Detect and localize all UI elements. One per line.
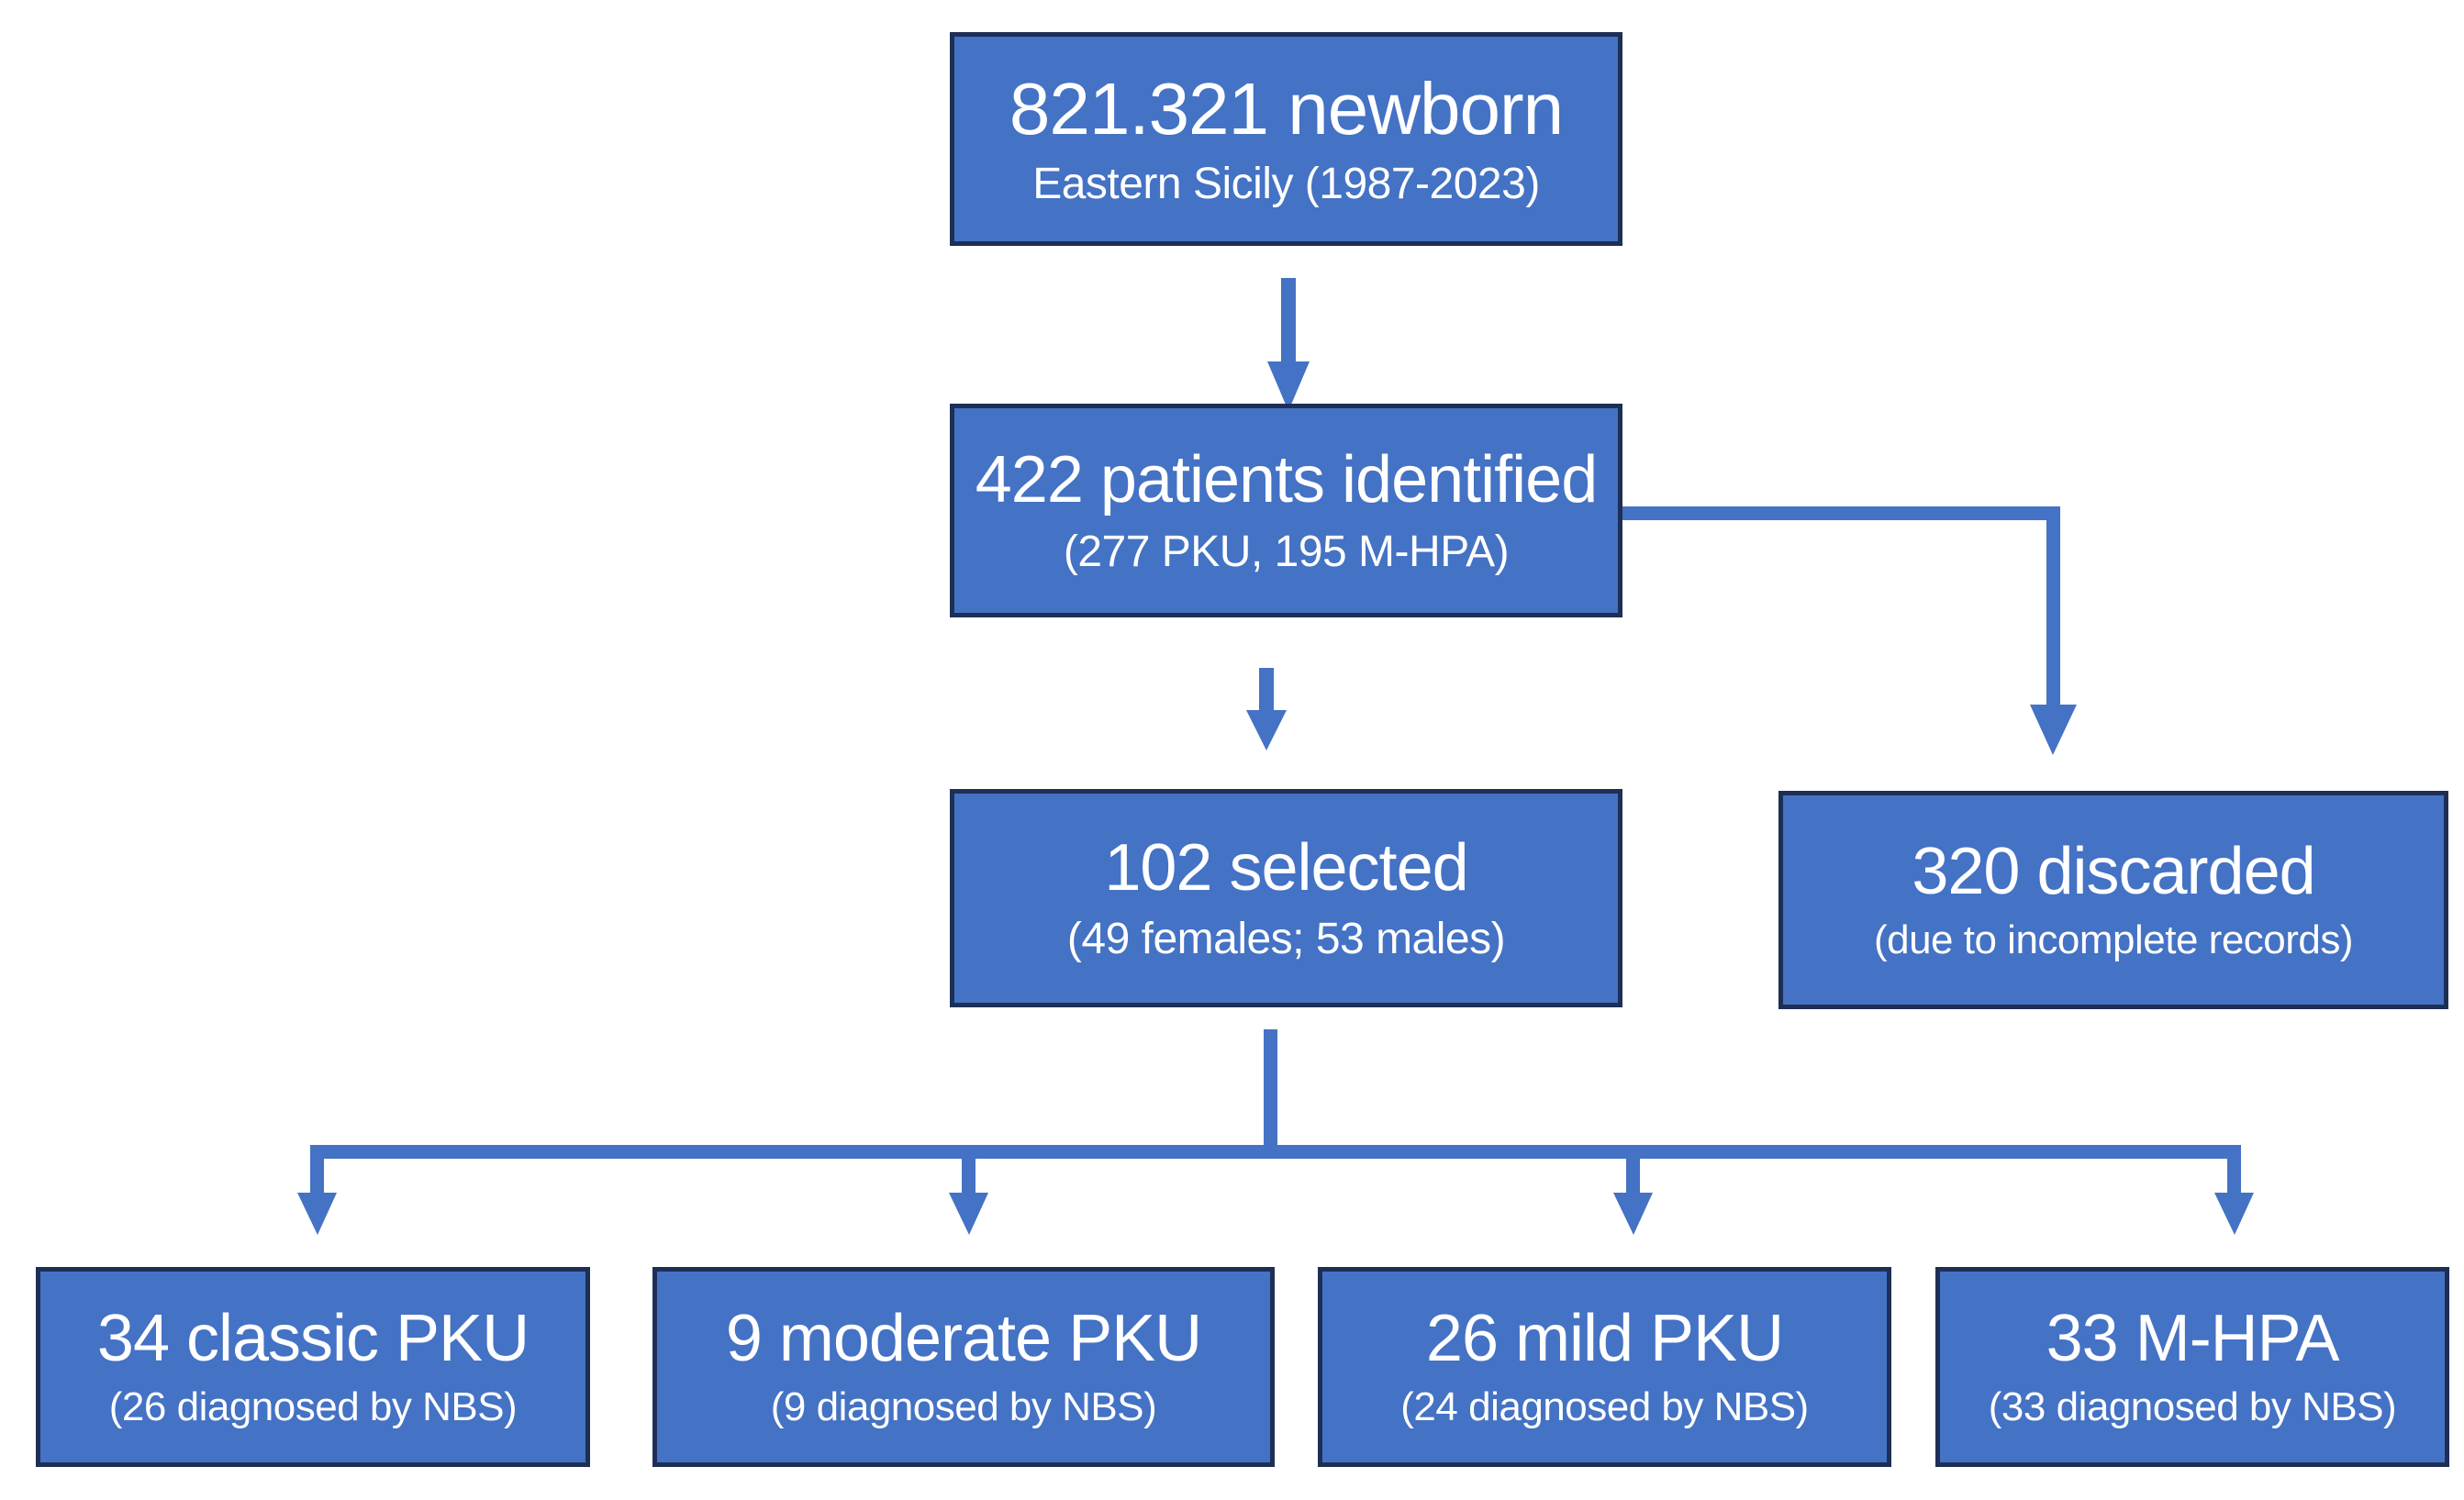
node-discarded: 320 discarded (due to incomplete records… (1778, 791, 2448, 1009)
arrow-head-icon (297, 1193, 337, 1235)
node-identified-title: 422 patients identified (975, 443, 1599, 517)
node-classic-pku-title: 34 classic PKU (96, 1302, 530, 1376)
arrow-stem (962, 1154, 976, 1195)
edge-identified-to-selected (1246, 668, 1287, 750)
arrow-stem (310, 1154, 324, 1195)
node-mhpa-title: 33 M-HPA (2046, 1302, 2340, 1376)
node-newborn: 821.321 newborn Eastern Sicily (1987-202… (950, 32, 1622, 246)
arrow-head-icon (1246, 710, 1287, 750)
edge-selected-to-subtypes (297, 1029, 2254, 1235)
node-classic-pku: 34 classic PKU (26 diagnosed by NBS) (36, 1267, 590, 1467)
node-moderate-pku: 9 moderate PKU (9 diagnosed by NBS) (652, 1267, 1275, 1467)
node-mhpa: 33 M-HPA (33 diagnosed by NBS) (1935, 1267, 2449, 1467)
arrow-head-icon (2030, 705, 2077, 755)
node-mhpa-subtitle: (33 diagnosed by NBS) (1988, 1384, 2397, 1430)
node-identified: 422 patients identified (277 PKU, 195 M-… (950, 404, 1622, 617)
arrow-head-icon (1613, 1193, 1653, 1235)
node-mild-pku-subtitle: (24 diagnosed by NBS) (1400, 1384, 1809, 1430)
branch-bar (310, 1145, 2241, 1159)
elbow-horizontal-segment (1622, 506, 2060, 520)
node-selected-subtitle: (49 females; 53 males) (1066, 915, 1506, 963)
node-newborn-title: 821.321 newborn (1009, 67, 1564, 150)
arrow-head-icon (1267, 361, 1310, 411)
elbow-vertical-segment (2046, 506, 2060, 708)
arrow-head-icon (2214, 1193, 2254, 1235)
node-moderate-pku-title: 9 moderate PKU (725, 1302, 1202, 1376)
arrow-stem (1259, 668, 1274, 712)
arrow-stem (1281, 278, 1296, 365)
node-selected: 102 selected (49 females; 53 males) (950, 789, 1622, 1007)
node-discarded-title: 320 discarded (1912, 835, 2315, 909)
branch-trunk (1264, 1029, 1277, 1151)
node-selected-title: 102 selected (1104, 830, 1468, 905)
node-mild-pku-title: 26 mild PKU (1425, 1302, 1784, 1376)
edge-newborn-to-identified (1267, 278, 1310, 411)
node-mild-pku: 26 mild PKU (24 diagnosed by NBS) (1318, 1267, 1891, 1467)
node-moderate-pku-subtitle: (9 diagnosed by NBS) (770, 1384, 1157, 1430)
arrow-stem (1626, 1154, 1640, 1195)
edge-identified-to-discarded (1622, 506, 2077, 755)
arrow-head-icon (949, 1193, 988, 1235)
node-discarded-subtitle: (due to incomplete records) (1873, 917, 2354, 963)
node-newborn-subtitle: Eastern Sicily (1987-2023) (1032, 159, 1540, 208)
arrow-stem (2227, 1154, 2241, 1195)
node-identified-subtitle: (277 PKU, 195 M-HPA) (1063, 527, 1510, 576)
node-classic-pku-subtitle: (26 diagnosed by NBS) (108, 1384, 518, 1430)
